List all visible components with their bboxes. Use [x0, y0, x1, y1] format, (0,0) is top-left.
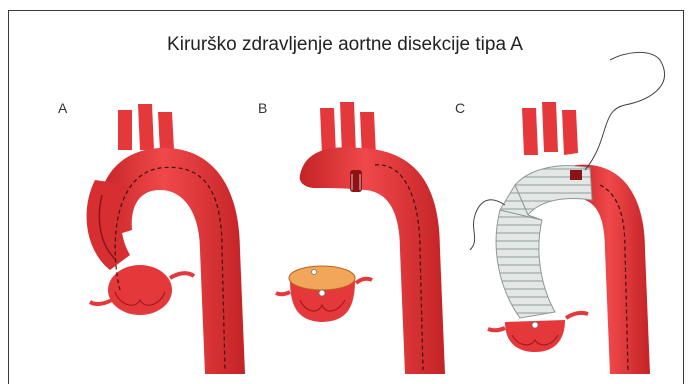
aorta-illustration: [0, 0, 690, 374]
branch-vessel: [340, 102, 356, 155]
aortic-arch-transected: [300, 147, 445, 374]
aortic-root: [108, 265, 172, 315]
vascular-graft-ascending: [496, 210, 555, 318]
branch-vessel: [522, 108, 538, 155]
branch-vessel: [118, 110, 132, 150]
branch-vessel: [562, 110, 578, 155]
branch-vessel: [158, 112, 174, 152]
panel-a-drawing: [87, 104, 245, 374]
panel-b-drawing: [276, 102, 445, 374]
aortic-valve-root: [276, 266, 372, 322]
suture-thread: [585, 52, 665, 170]
coronary-artery: [170, 273, 194, 278]
panel-c-drawing: [470, 52, 665, 374]
branch-vessel: [138, 104, 154, 150]
branch-vessel: [542, 102, 558, 152]
anastomosis: [570, 170, 582, 180]
coronary-artery: [566, 313, 588, 318]
